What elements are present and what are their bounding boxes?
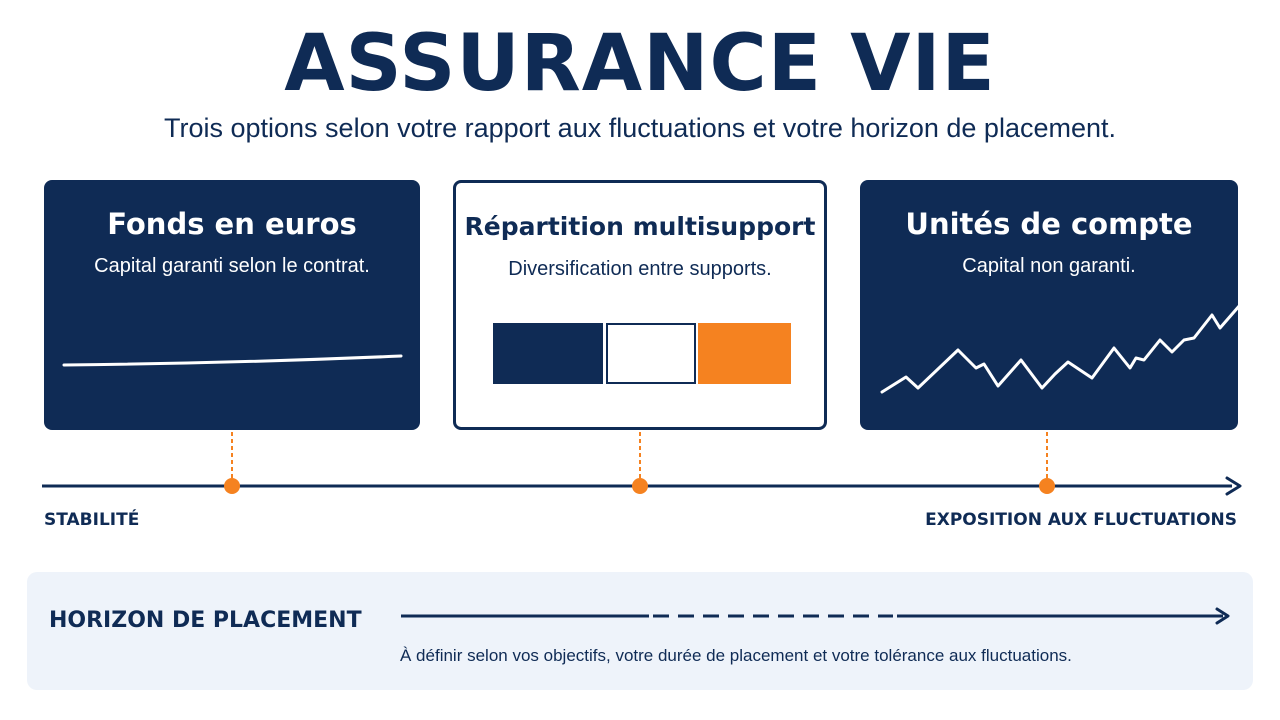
- allocation-block-orange: [698, 323, 791, 384]
- fluctuation-axis: [42, 432, 1242, 496]
- card-fonds-en-euros: Fonds en euros Capital garanti selon le …: [44, 180, 420, 430]
- arrow-right-icon: [1215, 607, 1230, 625]
- card-repartition-multisupport: Répartition multisupport Diversification…: [453, 180, 827, 430]
- volatile-line-graphic: [880, 305, 1238, 394]
- allocation-block-navy: [493, 323, 603, 384]
- horizon-panel: HORIZON DE PLACEMENT À définir selon vos…: [27, 572, 1253, 690]
- arrow-right-icon: [1225, 476, 1242, 496]
- card-title: Répartition multisupport: [464, 212, 816, 241]
- card-subtitle: Capital non garanti.: [962, 255, 1136, 277]
- horizon-description: À définir selon vos objectifs, votre dur…: [400, 646, 1072, 665]
- axis-label-stabilite: STABILITÉ: [44, 510, 140, 530]
- card-subtitle: Capital garanti selon le contrat.: [94, 255, 370, 277]
- allocation-blocks-graphic: [493, 323, 791, 384]
- card-unites-de-compte: Unités de compte Capital non garanti.: [860, 180, 1238, 430]
- volatile-trend-line: [880, 305, 1238, 394]
- stable-line-graphic: [62, 354, 403, 367]
- card-title: Fonds en euros: [107, 207, 357, 241]
- marker-uc: [1039, 478, 1055, 494]
- horizon-title: HORIZON DE PLACEMENT: [49, 608, 362, 633]
- marker-fonds: [224, 478, 240, 494]
- axis-label-exposition: EXPOSITION AUX FLUCTUATIONS: [925, 510, 1237, 530]
- horizon-arrow-graphic: [401, 607, 1230, 625]
- marker-multi: [632, 478, 648, 494]
- stable-trend-line: [62, 354, 403, 367]
- card-title: Unités de compte: [905, 207, 1193, 241]
- card-subtitle: Diversification entre supports.: [508, 258, 772, 280]
- allocation-block-white: [606, 323, 696, 384]
- page-subtitle: Trois options selon votre rapport aux fl…: [163, 113, 1116, 143]
- page-title: ASSURANCE VIE: [284, 19, 996, 109]
